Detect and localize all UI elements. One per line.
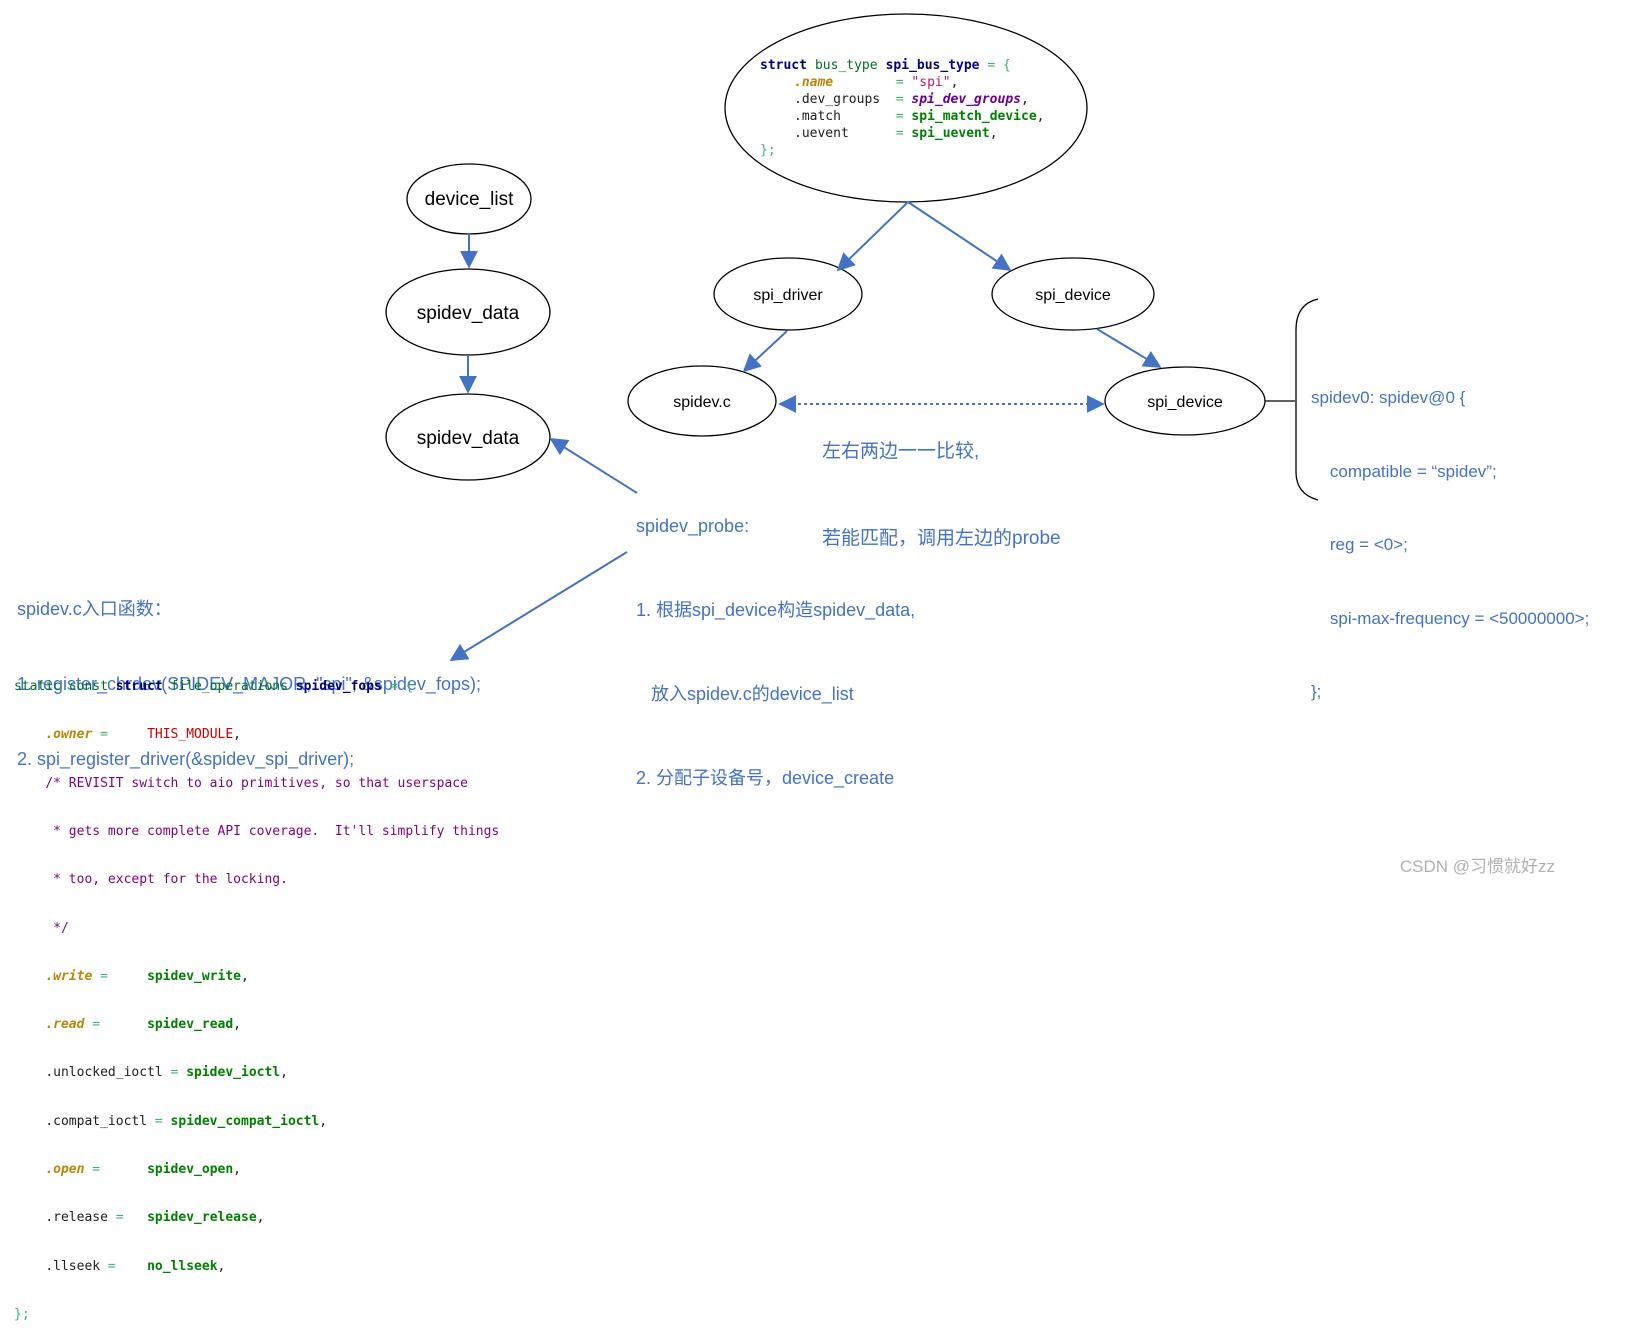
spi-driver-node [713, 257, 863, 331]
field-match-eq: = [841, 109, 911, 124]
device-list-label: device_list [425, 189, 514, 210]
field-name: .name [794, 75, 833, 90]
bus-type-open: = { [980, 58, 1011, 73]
fops-llseek-val: no_llseek [147, 1258, 218, 1274]
spidev-data-node-2 [385, 393, 551, 481]
bus-type-node [724, 13, 1088, 203]
spi-device-top-label: spi_device [1035, 287, 1111, 304]
spidev-data-label-2: spidev_data [417, 428, 520, 449]
edge-bus-to-spi-driver [836, 201, 909, 272]
svg-text:.dev_groups = spi_dev_groups,: .dev_groups = spi_dev_groups, [794, 92, 1029, 107]
fops-release-eq: = [107, 1210, 148, 1226]
field-uevent-val: spi_uevent [911, 126, 989, 141]
svg-text:.name = "spi",: .name = "spi", [794, 75, 958, 90]
compare-line-2: 若能匹配，调用左边的probe [822, 528, 1061, 549]
bus-type-type: bus_type [815, 58, 878, 73]
fops-name: spidev_fops [295, 679, 382, 695]
spidev-c-node [627, 365, 777, 437]
fops-ioctl-eq: = [162, 1065, 187, 1081]
fops-owner-val: THIS_MODULE [147, 727, 234, 743]
fops-code-block: static const struct file_operations spid… [14, 679, 500, 1322]
fops-comment-3: * too, except for the locking. [45, 872, 288, 888]
field-uevent-eq: = [849, 126, 912, 141]
fops-read-val: spidev_read [147, 1017, 234, 1033]
dt-line-4: spi-max-frequency = <50000000>; [1311, 608, 1590, 628]
spi-device-node-top [991, 257, 1155, 331]
fops-llseek-eq: = [100, 1258, 148, 1274]
fops-open-val: spidev_open [147, 1162, 234, 1177]
diagram-canvas: device_list spidev_data spidev_data spi_… [385, 13, 1319, 661]
entry-annotation: spidev.c入口函数： 1. register_chrdev(SPIDEV_… [17, 547, 481, 797]
entry-line-2: 1. register_chrdev(SPIDEV_MAJOR, "spi", … [17, 674, 481, 694]
fops-compat-val: spidev_compat_ioctl [170, 1113, 320, 1129]
field-name-val: "spi" [911, 75, 950, 90]
fops-release-field: .release [45, 1210, 108, 1226]
edge-probe-to-spidev-data [549, 438, 638, 494]
bus-type-name: spi_bus_type [886, 58, 980, 73]
field-match-val: spi_match_device [911, 109, 1036, 124]
spidev-c-label: spidev.c [673, 394, 731, 411]
dt-line-2: compatible = “spidev”; [1311, 461, 1497, 481]
bus-type-close: }; [760, 143, 776, 158]
fops-write-val: spidev_write [147, 968, 241, 984]
dt-line-5: }; [1311, 682, 1322, 701]
fops-read-field: .read [45, 1017, 85, 1033]
csdn-watermark: CSDN @习惯就好zz [1399, 857, 1555, 876]
spidev-data-label-1: spidev_data [417, 303, 520, 324]
fops-compat-eq: = [147, 1113, 171, 1129]
fops-owner-field: .owner [45, 727, 93, 743]
device-tree-brace [1295, 298, 1319, 501]
field-dev-groups-eq: = [880, 92, 911, 107]
dt-line-1: spidev0: spidev@0 { [1311, 388, 1466, 407]
compare-line-1: 左右两边一一比较, [822, 441, 980, 462]
svg-text:.uevent = spi_uevent,: .uevent = spi_uevent, [794, 126, 998, 141]
bus-type-struct-kw: struct [760, 58, 807, 73]
fops-open-eq: = [84, 1162, 148, 1177]
spi-device-right-label: spi_device [1147, 394, 1223, 411]
spi-driver-label: spi_driver [753, 287, 823, 304]
dt-line-3: reg = <0>; [1311, 535, 1408, 554]
field-name-eq: = [833, 75, 911, 90]
probe-annotation: spidev_probe: 1. 根据spi_device构造spidev_da… [636, 456, 915, 820]
fops-type: file_operations [170, 679, 288, 695]
probe-line-1: spidev_probe: [636, 516, 750, 536]
entry-line-3: 2. spi_register_driver(&spidev_spi_drive… [17, 749, 355, 769]
probe-line-2: 1. 根据spi_device构造spidev_data, [636, 600, 916, 620]
fops-ioctl-field: .unlocked_ioctl [45, 1065, 163, 1081]
fops-static-const: static const [14, 679, 116, 695]
fops-write-field: .write [45, 968, 93, 984]
fops-write-eq: = [92, 968, 148, 984]
edge-spi-driver-to-spidev-c [742, 330, 788, 373]
svg-text:.match = spi_match_devic: .match = spi_match_device, [794, 109, 1044, 124]
probe-line-3: 放入spidev.c的device_list [636, 684, 854, 704]
field-match: .match [794, 109, 841, 124]
compare-annotation: 左右两边一一比较, 若能匹配，调用左边的probe [822, 379, 1061, 582]
fops-comment-1: /* REVISIT switch to aio primitives, so … [45, 775, 468, 791]
device-tree-text: spidev0: spidev@0 { compatible = “spidev… [1311, 337, 1589, 729]
field-dev-groups: .dev_groups [794, 92, 880, 107]
fops-struct-kw: struct [115, 679, 163, 695]
fops-open-field: .open [45, 1162, 85, 1177]
edge-bus-to-spi-device [907, 201, 1012, 271]
fops-compat-field: .compat_ioctl [45, 1113, 148, 1129]
fops-open-brace: = { [381, 679, 414, 695]
fops-comment-2: * gets more complete API coverage. It'll… [45, 824, 500, 840]
fops-read-eq: = [84, 1017, 148, 1033]
field-dev-groups-val: spi_dev_groups [911, 92, 1021, 107]
fops-release-val: spidev_release [147, 1210, 257, 1226]
field-uevent: .uevent [794, 126, 849, 141]
edge-spi-device-to-spi-device [1096, 328, 1162, 368]
probe-line-4: 2. 分配子设备号，device_create [636, 768, 895, 788]
fops-close-brace: }; [14, 1306, 30, 1322]
fops-comment-4: */ [45, 920, 69, 936]
fops-llseek-field: .llseek [45, 1258, 101, 1274]
fops-owner-eq: = [92, 727, 148, 743]
edge-probe-to-fops [449, 551, 628, 661]
bus-type-code: struct bus_type spi_bus_type = { .name = "… [760, 58, 1044, 158]
fops-ioctl-val: spidev_ioctl [186, 1065, 281, 1081]
entry-line-1: spidev.c入口函数： [17, 599, 172, 619]
